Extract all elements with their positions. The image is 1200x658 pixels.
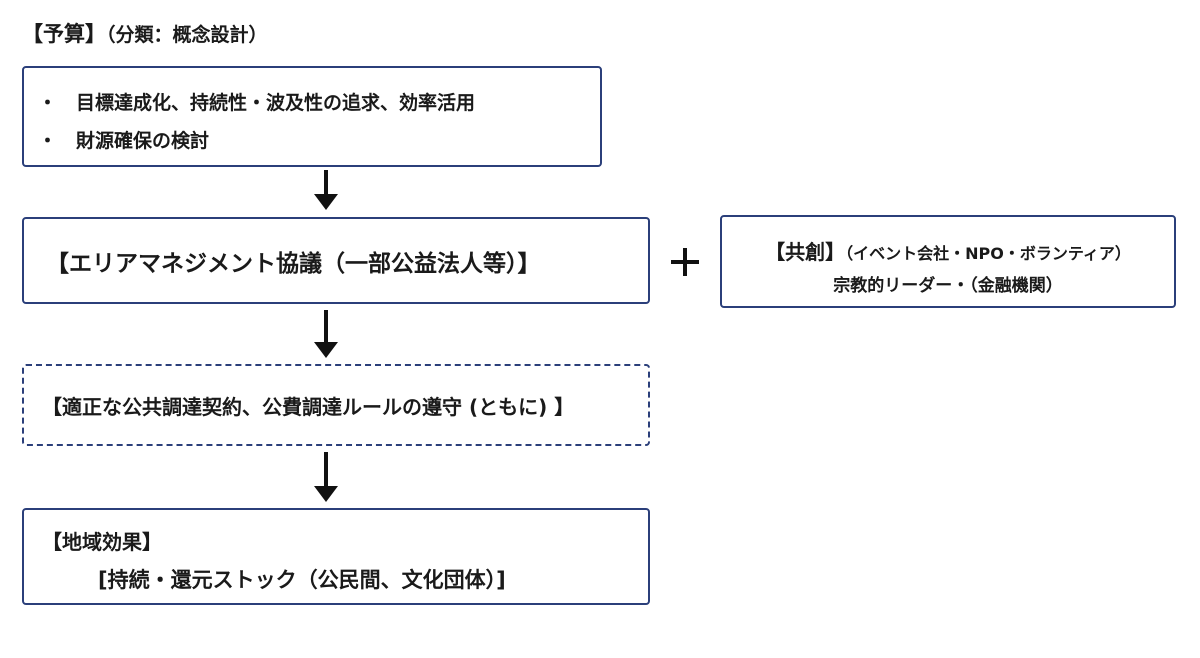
budget-item-text: 目標達成化、持続性・波及性の追求、効率活用 (76, 92, 476, 114)
budget-item: ・財源確保の検討 (38, 126, 209, 153)
bullet-marker: ・ (38, 130, 58, 152)
budget-item: ・目標達成化、持続性・波及性の追求、効率活用 (38, 88, 475, 115)
area-management-label: 【エリアマネジメント協議（一部公益法人等）】 (46, 250, 541, 277)
cocreation-line-1: 【共創】（イベント会社・NPO・ボランティア） (722, 236, 1174, 265)
down-arrow-icon (314, 170, 338, 210)
bullet-marker: ・ (38, 92, 58, 114)
area-management-box: 【エリアマネジメント協議（一部公益法人等）】 (22, 217, 650, 304)
budget-item-text: 財源確保の検討 (76, 130, 210, 152)
cocreation-partners: （イベント会社・NPO・ボランティア） (845, 244, 1131, 263)
down-arrow-icon (314, 452, 338, 502)
heading-subtitle: （分類：概念設計） (106, 24, 268, 46)
page-heading: 【予算】（分類：概念設計） (22, 18, 268, 48)
cocreation-line-2: 宗教的リーダー・（金融機関） (833, 276, 1063, 296)
regional-effect-text: [持続・還元ストック（公民間、文化団体）] (98, 568, 506, 592)
budget-box: ・目標達成化、持続性・波及性の追求、効率活用 ・財源確保の検討 (22, 66, 602, 167)
procurement-box: 【適正な公共調達契約、公費調達ルールの遵守 (ともに) 】 (22, 364, 650, 446)
heading-title: 【予算】 (22, 22, 106, 46)
regional-effect-box: 【地域効果】 [持続・還元ストック（公民間、文化団体）] (22, 508, 650, 605)
procurement-label: 【適正な公共調達契約、公費調達ルールの遵守 (ともに) 】 (42, 394, 575, 419)
cocreation-box: 【共創】（イベント会社・NPO・ボランティア） 宗教的リーダー・（金融機関） (720, 215, 1176, 308)
regional-effect-title: 【地域効果】 (42, 530, 162, 554)
cocreation-title: 【共創】 (765, 240, 846, 264)
down-arrow-icon (314, 310, 338, 358)
plus-icon (671, 248, 699, 276)
